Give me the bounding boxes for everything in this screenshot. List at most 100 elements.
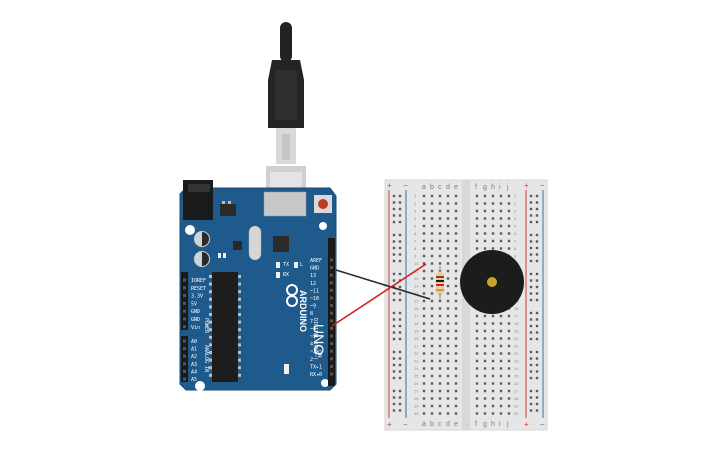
breadboard-hole[interactable] (491, 217, 495, 220)
rail-hole[interactable] (398, 272, 402, 276)
breadboard-hole[interactable] (430, 284, 434, 288)
rail-hole[interactable] (535, 324, 539, 328)
rail-hole[interactable] (535, 279, 539, 282)
breadboard-hole[interactable] (422, 202, 426, 205)
breadboard-hole[interactable] (422, 209, 426, 213)
breadboard-hole[interactable] (438, 254, 442, 258)
breadboard-hole[interactable] (499, 224, 503, 228)
breadboard-hole[interactable] (446, 202, 450, 205)
breadboard-hole[interactable] (438, 247, 442, 250)
breadboard-hole[interactable] (446, 284, 450, 288)
rail-hole[interactable] (529, 253, 533, 256)
rail-hole[interactable] (535, 292, 539, 295)
rail-hole[interactable] (392, 376, 396, 380)
rail-hole[interactable] (529, 357, 533, 360)
breadboard-hole[interactable] (430, 202, 434, 205)
breadboard-hole[interactable] (430, 232, 434, 235)
breadboard-hole[interactable] (483, 217, 487, 220)
breadboard-hole[interactable] (422, 329, 426, 333)
breadboard-hole[interactable] (454, 322, 458, 325)
breadboard-hole[interactable] (430, 374, 434, 378)
breadboard-hole[interactable] (430, 292, 434, 295)
rail-hole[interactable] (398, 324, 402, 328)
rail-hole[interactable] (398, 331, 402, 334)
rail-hole[interactable] (529, 272, 533, 276)
breadboard-hole[interactable] (507, 239, 511, 243)
breadboard-hole[interactable] (499, 202, 503, 205)
breadboard-hole[interactable] (438, 412, 442, 415)
breadboard-hole[interactable] (454, 374, 458, 378)
breadboard-hole[interactable] (422, 262, 426, 265)
breadboard-hole[interactable] (454, 239, 458, 243)
breadboard-hole[interactable] (446, 412, 450, 415)
breadboard-hole[interactable] (507, 344, 511, 348)
breadboard-hole[interactable] (430, 217, 434, 220)
rail-hole[interactable] (535, 350, 539, 354)
rail-hole[interactable] (529, 279, 533, 282)
breadboard-hole[interactable] (454, 412, 458, 415)
rail-hole[interactable] (529, 409, 533, 412)
rail-hole[interactable] (529, 396, 533, 399)
rail-hole[interactable] (398, 240, 402, 243)
breadboard-hole[interactable] (438, 224, 442, 228)
breadboard-hole[interactable] (422, 269, 426, 273)
breadboard-hole[interactable] (446, 239, 450, 243)
breadboard-hole[interactable] (422, 307, 426, 310)
breadboard-hole[interactable] (438, 329, 442, 333)
breadboard-hole[interactable] (438, 337, 442, 340)
breadboard-hole[interactable] (446, 397, 450, 400)
breadboard-hole[interactable] (507, 367, 511, 370)
breadboard-hole[interactable] (422, 224, 426, 228)
arduino-uno-board[interactable]: TX RX L ARDUINO UNO ON IOREFRESET3.3V5VG… (179, 180, 337, 391)
rail-hole[interactable] (535, 357, 539, 360)
rail-hole[interactable] (398, 194, 402, 198)
breadboard-hole[interactable] (491, 194, 495, 198)
breadboard-hole[interactable] (446, 292, 450, 295)
breadboard-hole[interactable] (430, 307, 434, 310)
rail-hole[interactable] (398, 396, 402, 399)
breadboard-hole[interactable] (446, 307, 450, 310)
breadboard-hole[interactable] (483, 224, 487, 228)
breadboard-hole[interactable] (446, 382, 450, 385)
breadboard-hole[interactable] (454, 277, 458, 280)
rail-hole[interactable] (398, 409, 402, 412)
breadboard-hole[interactable] (430, 397, 434, 400)
breadboard-hole[interactable] (507, 314, 511, 318)
breadboard-hole[interactable] (430, 224, 434, 228)
rail-hole[interactable] (398, 214, 402, 217)
rail-hole[interactable] (529, 298, 533, 302)
rail-hole[interactable] (529, 246, 533, 250)
breadboard-hole[interactable] (475, 329, 479, 333)
breadboard-hole[interactable] (454, 404, 458, 408)
breadboard-hole[interactable] (499, 232, 503, 235)
rail-hole[interactable] (535, 311, 539, 315)
rail-hole[interactable] (392, 298, 396, 302)
breadboard-hole[interactable] (491, 404, 495, 408)
breadboard-hole[interactable] (507, 359, 511, 363)
breadboard-hole[interactable] (491, 337, 495, 340)
breadboard-hole[interactable] (491, 239, 495, 243)
breadboard-hole[interactable] (499, 209, 503, 213)
breadboard-hole[interactable] (475, 217, 479, 220)
rail-hole[interactable] (398, 285, 402, 289)
breadboard-hole[interactable] (422, 412, 426, 415)
breadboard-hole[interactable] (499, 374, 503, 378)
breadboard-hole[interactable] (446, 224, 450, 228)
rail-hole[interactable] (392, 272, 396, 276)
breadboard-hole[interactable] (446, 299, 450, 303)
rail-hole[interactable] (529, 194, 533, 198)
rail-hole[interactable] (529, 331, 533, 334)
rail-hole[interactable] (392, 233, 396, 237)
rail-hole[interactable] (398, 207, 402, 211)
breadboard-hole[interactable] (422, 247, 426, 250)
rail-hole[interactable] (529, 259, 533, 263)
breadboard-hole[interactable] (438, 382, 442, 385)
breadboard-hole[interactable] (483, 367, 487, 370)
breadboard-hole[interactable] (475, 344, 479, 348)
breadboard-hole[interactable] (507, 224, 511, 228)
breadboard-hole[interactable] (430, 359, 434, 363)
rail-hole[interactable] (535, 233, 539, 237)
breadboard-hole[interactable] (475, 359, 479, 363)
breadboard-hole[interactable] (483, 194, 487, 198)
breadboard-hole[interactable] (430, 314, 434, 318)
